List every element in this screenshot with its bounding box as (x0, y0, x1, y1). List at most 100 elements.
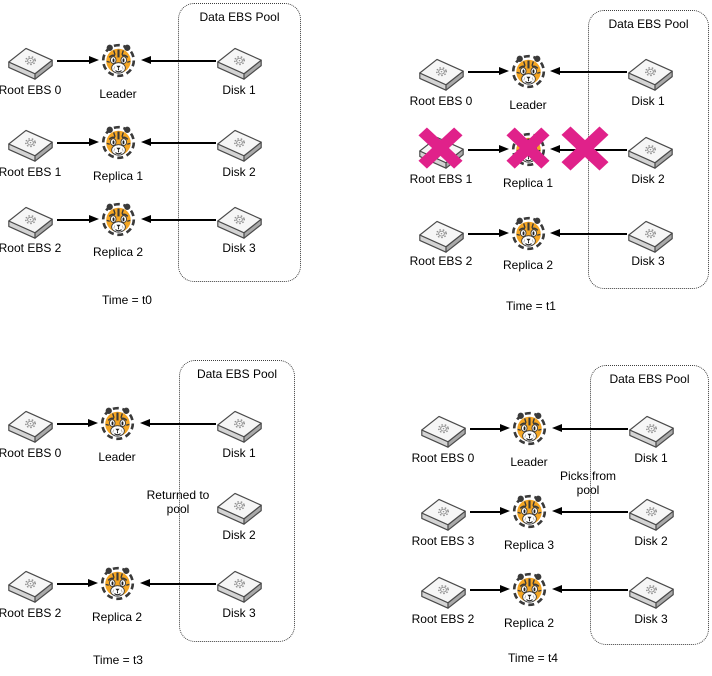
node-label: Disk 2 (222, 165, 256, 179)
node-label: Leader (509, 98, 547, 112)
node-label: Root EBS 1 (0, 165, 62, 179)
tiger-face-icon (101, 125, 136, 160)
x-mark-icon (418, 127, 463, 174)
tiger-face-icon (511, 54, 546, 89)
disk-icon (216, 129, 263, 162)
node-label: Root EBS 0 (409, 94, 473, 108)
disk-icon (627, 136, 674, 169)
node-label: Disk 2 (222, 528, 256, 542)
pool-disk (627, 217, 674, 253)
root-ebs-volume (420, 573, 467, 609)
connector-arrow-left (552, 585, 628, 592)
disk-icon (420, 576, 467, 609)
x-mark-icon (561, 126, 609, 176)
data-ebs-pool-label: Data EBS Pool (608, 17, 689, 31)
node-label: Replica 1 (92, 169, 144, 183)
node-label: Root EBS 2 (409, 254, 473, 268)
node-label: Root EBS 3 (411, 534, 475, 548)
connector-arrow-left (141, 56, 216, 63)
connector-arrow-left (140, 419, 216, 426)
root-ebs-volume (420, 495, 467, 531)
disk-icon (7, 570, 54, 603)
pool-disk (216, 203, 263, 239)
replica-node (100, 406, 135, 441)
pool-disk (628, 573, 675, 609)
disk-icon (7, 129, 54, 162)
replica-node (101, 43, 136, 78)
connector-arrow-right (57, 138, 99, 145)
node-label: Disk 2 (631, 172, 665, 186)
disk-icon (216, 492, 263, 525)
connector-arrow-left (550, 67, 627, 74)
time-label: Time = t0 (102, 293, 152, 307)
replica-node (512, 411, 547, 446)
replica-node (101, 125, 136, 160)
pool-disk (628, 412, 675, 448)
node-label: Disk 3 (634, 612, 668, 626)
node-label: Root EBS 2 (0, 241, 62, 255)
connector-arrow-left (552, 424, 628, 431)
node-label: Root EBS 2 (411, 612, 475, 626)
pool-disk (627, 55, 674, 91)
node-label: Replica 2 (91, 610, 143, 624)
replica-node (511, 54, 546, 89)
node-label: Leader (98, 450, 136, 464)
root-ebs-volume (418, 217, 465, 253)
root-ebs-volume (7, 203, 54, 239)
disk-icon (627, 58, 674, 91)
connector-arrow-right (470, 424, 510, 431)
replica-node (512, 494, 547, 529)
node-label: Disk 1 (222, 83, 256, 97)
time-label: Time = t1 (506, 299, 556, 313)
connector-arrow-left (550, 229, 627, 236)
tiger-face-icon (100, 566, 135, 601)
node-label: Leader (99, 87, 137, 101)
connector-arrow-right (57, 419, 98, 426)
node-label: Replica 2 (503, 616, 555, 630)
data-ebs-pool-label: Data EBS Pool (199, 10, 280, 24)
connector-arrow-left (552, 507, 628, 514)
disk-icon (418, 58, 465, 91)
time-label: Time = t3 (93, 653, 143, 667)
data-ebs-pool-box: Data EBS Pool (590, 365, 709, 645)
connector-arrow-right (470, 507, 510, 514)
node-label: Disk 3 (631, 254, 665, 268)
time-label: Time = t4 (508, 651, 558, 665)
disk-icon (628, 576, 675, 609)
root-ebs-volume (7, 407, 54, 443)
tiger-face-icon (512, 411, 547, 446)
node-label: Root EBS 2 (0, 606, 62, 620)
node-label: Replica 1 (502, 176, 554, 190)
connector-arrow-left (140, 579, 216, 586)
connector-arrow-right (468, 145, 509, 152)
connector-arrow-right (57, 56, 99, 63)
replica-node (100, 566, 135, 601)
disk-icon (628, 415, 675, 448)
tiger-face-icon (100, 406, 135, 441)
pool-disk (628, 495, 675, 531)
pool-disk (216, 407, 263, 443)
connector-arrow-right (468, 229, 509, 236)
tiger-face-icon (512, 572, 547, 607)
node-label: Root EBS 0 (0, 83, 62, 97)
connector-arrow-right (470, 585, 510, 592)
data-ebs-pool-box: Data EBS Pool (179, 360, 295, 642)
root-ebs-volume (418, 55, 465, 91)
replica-node (511, 216, 546, 251)
node-label: Root EBS 1 (409, 172, 473, 186)
annotation-note: Returned to pool (146, 488, 210, 516)
root-ebs-volume (7, 126, 54, 162)
tiger-face-icon (101, 202, 136, 237)
data-ebs-pool-label: Data EBS Pool (196, 367, 278, 381)
node-label: Root EBS 0 (0, 446, 62, 460)
node-label: Disk 1 (631, 94, 665, 108)
node-label: Root EBS 0 (411, 451, 475, 465)
pool-disk (627, 133, 674, 169)
node-label: Replica 3 (503, 538, 555, 552)
connector-arrow-right (57, 215, 99, 222)
pool-disk (216, 567, 263, 603)
annotation-note: Picks from pool (559, 469, 616, 497)
tiger-face-icon (101, 43, 136, 78)
pool-disk (216, 489, 263, 525)
